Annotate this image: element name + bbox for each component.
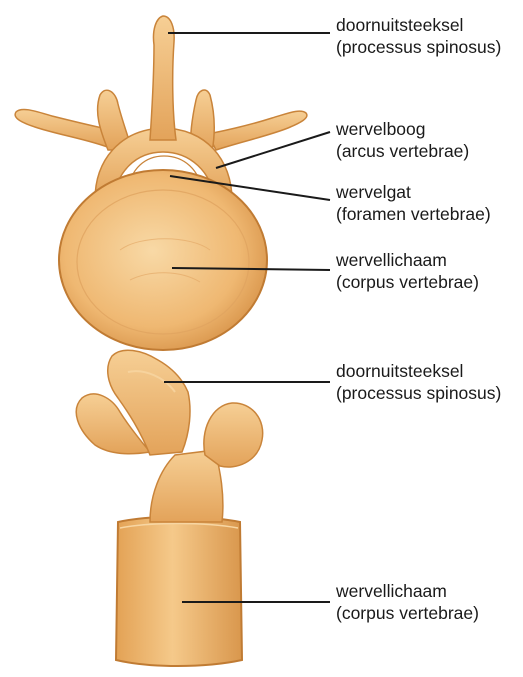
label-latin: (foramen vertebrae): [336, 203, 491, 225]
label-top-spinous-process: doornuitsteeksel (processus spinosus): [336, 14, 501, 58]
label-top-vertebral-arch: wervelboog (arcus vertebrae): [336, 118, 469, 162]
label-top-vertebral-body: wervellichaam (corpus vertebrae): [336, 249, 479, 293]
label-dutch: wervellichaam: [336, 580, 479, 602]
label-dutch: wervelgat: [336, 181, 491, 203]
label-latin: (corpus vertebrae): [336, 602, 479, 624]
label-side-vertebral-body: wervellichaam (corpus vertebrae): [336, 580, 479, 624]
label-latin: (processus spinosus): [336, 382, 501, 404]
label-dutch: doornuitsteeksel: [336, 14, 501, 36]
label-latin: (corpus vertebrae): [336, 271, 479, 293]
spinous-process: [150, 16, 176, 140]
vertebral-body: [59, 170, 267, 350]
label-dutch: doornuitsteeksel: [336, 360, 501, 382]
top-view-vertebra: [15, 16, 307, 350]
label-latin: (arcus vertebrae): [336, 140, 469, 162]
side-view-vertebra: [76, 350, 262, 666]
label-dutch: wervelboog: [336, 118, 469, 140]
side-vertebral-body: [116, 517, 242, 666]
label-side-spinous-process: doornuitsteeksel (processus spinosus): [336, 360, 501, 404]
side-transverse-process: [204, 403, 263, 467]
label-latin: (processus spinosus): [336, 36, 501, 58]
label-dutch: wervellichaam: [336, 249, 479, 271]
label-top-vertebral-foramen: wervelgat (foramen vertebrae): [336, 181, 491, 225]
